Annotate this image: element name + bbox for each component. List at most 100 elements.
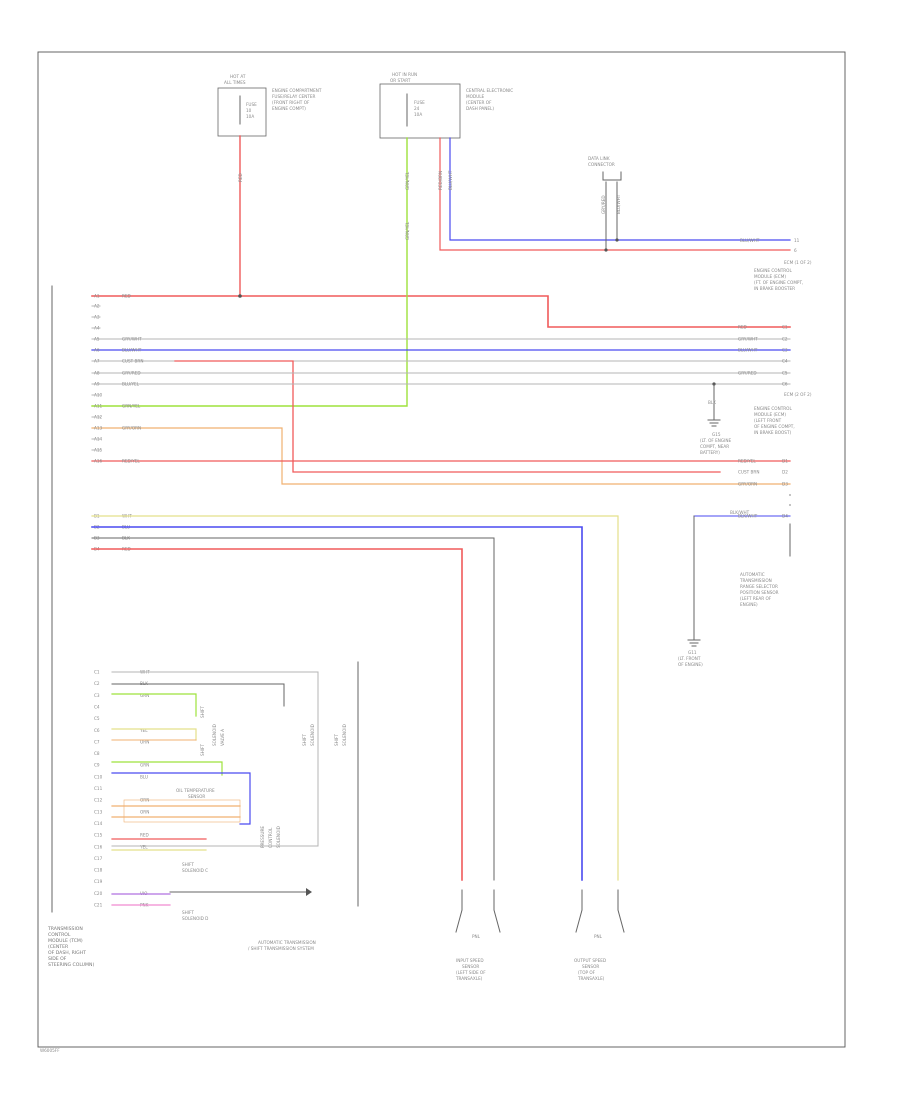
diagram-frame bbox=[37, 51, 846, 1048]
fuse-center-desc-2: MODULE bbox=[466, 94, 485, 99]
ecm-unused-pin-1 bbox=[789, 504, 791, 506]
oil-temp-box bbox=[123, 799, 241, 823]
output-sensor-label-4: TRANSAXLE) bbox=[577, 976, 605, 981]
upper-wiring bbox=[91, 135, 791, 641]
fuse-left-wire: RED bbox=[238, 173, 243, 182]
ground-2-label-3: OF ENGINE) bbox=[678, 662, 703, 667]
fuse-center: HOT IN RUN OR START FUSE 24 10A CENTRAL … bbox=[379, 72, 513, 139]
ecm-1-name-2: MODULE (ECM) bbox=[754, 274, 786, 279]
output-sensor-label-2: SENSOR bbox=[582, 964, 599, 969]
wire-blue-ecm bbox=[449, 137, 791, 241]
tcm-lower-color-C9: GRN bbox=[140, 763, 149, 768]
tcm-lower-pin-C10: C10 bbox=[94, 774, 103, 779]
ecm-pin-C5: C5 bbox=[782, 371, 788, 376]
ground-1-label-2: (LT. OF ENGINE bbox=[700, 438, 732, 443]
wire-red-branch bbox=[174, 360, 721, 473]
tcm-lower-color-C20: VIO bbox=[140, 891, 148, 896]
tcm-lower-color-C15: RED bbox=[140, 833, 149, 838]
input-sensor-label-2: SENSOR bbox=[462, 964, 479, 969]
shift-sol-d-label-2: SOLENOID bbox=[342, 724, 347, 746]
footer-id: W6005FF bbox=[40, 1048, 60, 1053]
tcm-lower-color-C16: YEL bbox=[139, 844, 148, 849]
fuse-center-wire-3: BLU/WHT bbox=[448, 170, 453, 190]
ecm-wire-color-C3: BLU/WHT bbox=[738, 348, 758, 353]
ground-2: G11 (LT. FRONT OF ENGINE) bbox=[678, 639, 703, 667]
wire-red-bus bbox=[91, 295, 791, 328]
tcm-lower-pin-C15: C15 bbox=[94, 833, 103, 838]
tcm-lower-pin-C2: C2 bbox=[94, 681, 100, 686]
ecm-wire-color-D3: GRY/ORN bbox=[738, 482, 757, 487]
wire-speed-black bbox=[91, 537, 495, 881]
fuse-center-wire-1: GRN/YEL bbox=[405, 171, 410, 190]
ecm-pin-C4: C4 bbox=[782, 359, 788, 364]
fuse-left-fuse: FUSE bbox=[246, 102, 257, 107]
range-sensor-label-2: TRANSMISSION bbox=[739, 578, 772, 583]
ecm-2-name-2: MODULE (ECM) bbox=[754, 412, 786, 417]
tcm-pin-A16: A16 bbox=[94, 459, 103, 464]
tcm-lower-pin-C4: C4 bbox=[94, 704, 100, 709]
output-sensor-tag: PNL bbox=[594, 934, 603, 939]
tcm-pin-A6: A6 bbox=[94, 348, 100, 353]
tcm-pin-A9: A9 bbox=[94, 382, 100, 387]
ecm-1-blu: BLU/WHT bbox=[740, 238, 760, 243]
fuse-left-amps: 10A bbox=[246, 114, 254, 119]
fuse-left-box bbox=[217, 87, 267, 137]
dlc-body bbox=[602, 171, 622, 181]
wire-red-ecm bbox=[439, 137, 791, 251]
fuse-center-num: 24 bbox=[414, 106, 420, 111]
ecm-2-name-5: IN BRAKE BOOST) bbox=[754, 430, 792, 435]
trans-label-2: / SHIFT TRANSMISSION SYSTEM bbox=[248, 946, 314, 951]
ecm-2-title: ECM (2 OF 2) bbox=[784, 392, 812, 397]
tcm-pin-A1: A1 bbox=[94, 294, 100, 299]
ecm-wire-color-D2: CUST BRN bbox=[738, 470, 759, 475]
tcm-lower-pin-C11: C11 bbox=[94, 786, 103, 791]
wire-speed-white bbox=[91, 515, 619, 881]
ecm-1-pin-b: 6 bbox=[794, 248, 797, 253]
tcm-lower-color-C13: ORN bbox=[140, 809, 149, 814]
range-sensor-label-1: AUTOMATIC bbox=[740, 572, 765, 577]
pressure-sol-label-2: CONTROL bbox=[268, 827, 273, 848]
fuse-left-num: 10 bbox=[246, 108, 252, 113]
tcm-lower-color-C7: ORN bbox=[140, 739, 149, 744]
ecm-wire-color-D1: RED/YEL bbox=[738, 459, 756, 464]
tcm-wire-color-A16: RED/YEL bbox=[122, 459, 140, 464]
fuse-center-amps: 10A bbox=[414, 112, 422, 117]
tcm-label-2: CONTROL bbox=[48, 932, 71, 938]
ecm-2-name-3: (LEFT FRONT bbox=[754, 418, 782, 423]
tcm-lower-pin-C12: C12 bbox=[94, 798, 103, 803]
lockup-sol-2-label-2: SOLENOID D bbox=[182, 916, 208, 921]
trans-yel-wire bbox=[111, 728, 197, 741]
data-link-connector: DATA LINK CONNECTOR GRY/RED BLU/WHT bbox=[588, 156, 622, 214]
tcm-lower-pin-C20: C20 bbox=[94, 891, 103, 896]
tcm-lower-pin-C19: C19 bbox=[94, 879, 103, 884]
ground-1-icon bbox=[707, 419, 721, 427]
fuse-center-box bbox=[379, 83, 461, 139]
input-sensor-body bbox=[455, 889, 501, 933]
ground-1: BLK G15 (LT. OF ENGINE COMPT, NEAR BATTE… bbox=[700, 400, 732, 455]
shift-sol-d-label-1: SHIFT bbox=[334, 734, 339, 746]
trans-blk-wire bbox=[111, 683, 285, 707]
fuse-center-fuse: FUSE bbox=[414, 100, 425, 105]
ecm-2-name-1: ENGINE CONTROL bbox=[754, 406, 792, 411]
ground-1-label-1: G15 bbox=[712, 432, 721, 437]
tcm-label-4: (CENTER bbox=[48, 944, 69, 950]
input-sensor-label-3: (LEFT SIDE OF bbox=[456, 970, 486, 975]
tcm-label: TRANSMISSION CONTROL MODULE (TCM) (CENTE… bbox=[47, 926, 94, 968]
ecm-unused-pin-0 bbox=[789, 494, 791, 496]
wire-speed-blue bbox=[91, 526, 583, 881]
tcm-lower-pin-C14: C14 bbox=[94, 821, 103, 826]
wire-orange bbox=[91, 427, 791, 485]
ground-1-wire: BLK bbox=[708, 400, 716, 405]
tcm-lower-pin-C3: C3 bbox=[94, 693, 100, 698]
tcm-pin-A13: A13 bbox=[94, 426, 103, 431]
fuse-left-title-1: HOT AT bbox=[230, 74, 246, 79]
shift-sol-a-label-1: SHIFT bbox=[200, 706, 205, 718]
tcm-pin-A5: A5 bbox=[94, 337, 100, 342]
ecm-pin-D2: D2 bbox=[782, 470, 788, 475]
trans-grn-wire-1 bbox=[111, 693, 197, 717]
fuse-center-wire-2: RED/BRN bbox=[438, 171, 443, 190]
ground-1-label-3: COMPT, NEAR bbox=[700, 444, 729, 449]
